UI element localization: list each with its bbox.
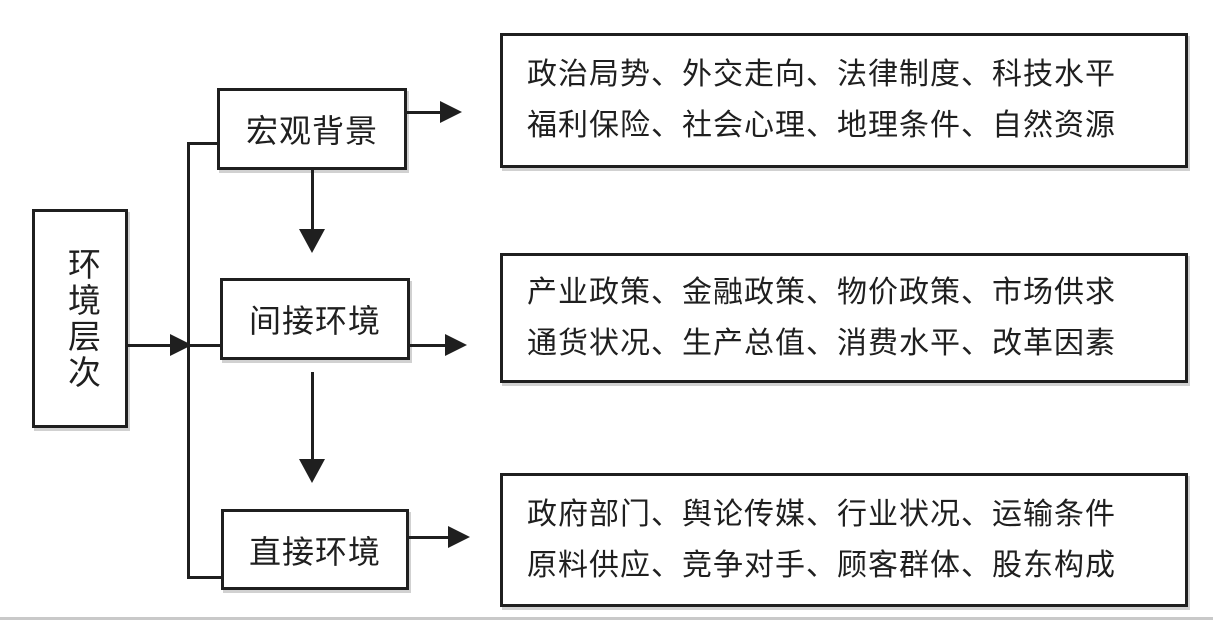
trunk-stub-to-direct bbox=[187, 576, 224, 579]
indirect-connector-line bbox=[408, 344, 445, 347]
detail-macro-line-2: 福利保险、社会心理、地理条件、自然资源 bbox=[527, 109, 1116, 142]
root-node-environment-levels: 环境层次 bbox=[32, 209, 128, 428]
root-connector-line bbox=[125, 344, 172, 347]
indirect-arrowhead-icon bbox=[445, 334, 467, 356]
detail-indirect-line-2: 通货状况、生产总值、消费水平、改革因素 bbox=[527, 326, 1116, 360]
trunk-vertical-line bbox=[187, 142, 190, 579]
direct-arrowhead-icon bbox=[448, 526, 470, 548]
direct-connector-line bbox=[407, 536, 448, 539]
node-direct-environment: 直接环境 bbox=[221, 509, 409, 590]
root-node-label: 环境层次 bbox=[62, 246, 99, 391]
detail-direct-line-1: 政府部门、舆论传媒、行业状况、运输条件 bbox=[527, 497, 1116, 531]
node-macro-label: 宏观背景 bbox=[245, 113, 378, 149]
node-indirect-label: 间接环境 bbox=[248, 303, 381, 339]
macro-connector-line bbox=[405, 111, 440, 114]
root-arrowhead-icon bbox=[170, 334, 192, 356]
node-indirect-environment: 间接环境 bbox=[220, 278, 410, 360]
bottom-divider bbox=[0, 617, 1213, 620]
down-connector-2-line bbox=[311, 372, 314, 460]
detail-box-macro: 政治局势、外交走向、法律制度、科技水平 福利保险、社会心理、地理条件、自然资源 bbox=[500, 33, 1188, 168]
trunk-stub-to-indirect bbox=[187, 344, 223, 347]
down-arrowhead-2-icon bbox=[299, 459, 325, 483]
detail-box-indirect: 产业政策、金融政策、物价政策、市场供求 通货状况、生产总值、消费水平、改革因素 bbox=[500, 253, 1188, 383]
detail-box-direct: 政府部门、舆论传媒、行业状况、运输条件 原料供应、竞争对手、顾客群体、股东构成 bbox=[500, 473, 1188, 607]
detail-direct-line-2: 原料供应、竞争对手、顾客群体、股东构成 bbox=[527, 548, 1116, 582]
node-direct-label: 直接环境 bbox=[248, 533, 381, 570]
macro-arrowhead-icon bbox=[440, 101, 462, 123]
down-arrowhead-1-icon bbox=[299, 229, 325, 253]
node-macro-background: 宏观背景 bbox=[217, 88, 407, 170]
trunk-stub-to-macro bbox=[187, 142, 220, 145]
down-connector-1-line bbox=[311, 170, 314, 230]
detail-indirect-line-1: 产业政策、金融政策、物价政策、市场供求 bbox=[527, 275, 1116, 309]
detail-macro-line-1: 政治局势、外交走向、法律制度、科技水平 bbox=[527, 58, 1116, 92]
